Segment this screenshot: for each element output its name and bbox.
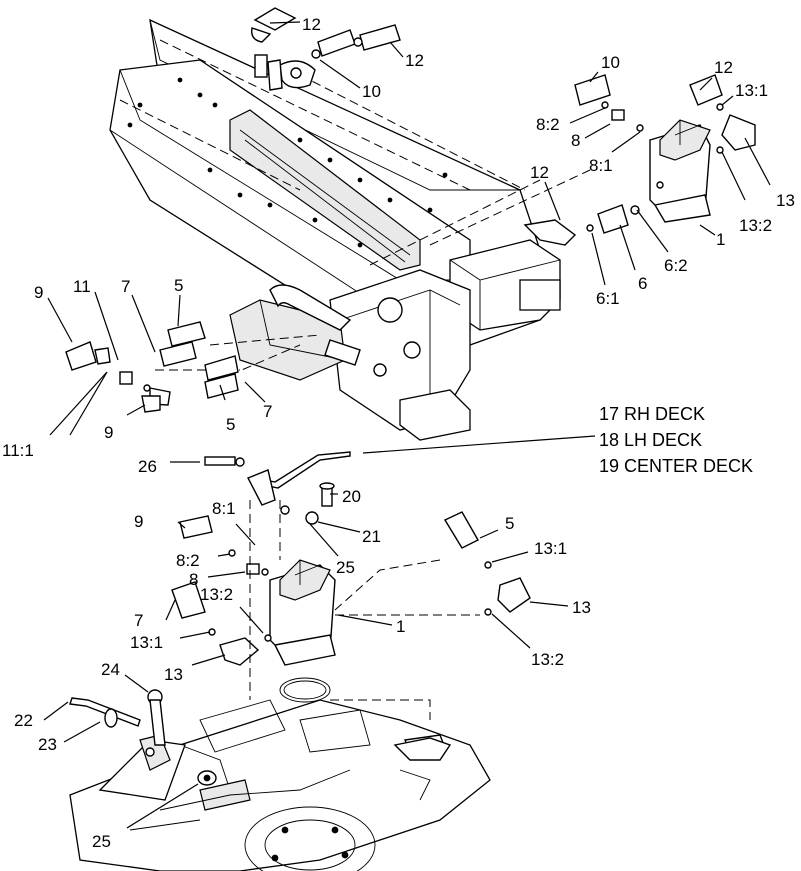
- label-8: 8: [571, 131, 580, 150]
- label-5: 5: [505, 514, 514, 533]
- part-number-labels: 12 12 10 10 12 13:1 8:2 8 8:1 13 13:2 1 …: [2, 15, 795, 851]
- label-12: 12: [714, 58, 733, 77]
- label-6: 6: [638, 274, 647, 293]
- label-22: 22: [14, 711, 33, 730]
- center-valve-assembly: [171, 451, 351, 703]
- label-10: 10: [601, 53, 620, 72]
- label-8-1: 8:1: [589, 156, 613, 175]
- deck-callout-center: 19 CENTER DECK: [599, 456, 753, 476]
- label-13: 13: [572, 598, 591, 617]
- label-1: 1: [716, 230, 725, 249]
- label-10: 10: [362, 82, 381, 101]
- label-26: 26: [138, 457, 157, 476]
- label-6-2: 6:2: [664, 256, 688, 275]
- label-5: 5: [226, 415, 235, 434]
- label-12: 12: [302, 15, 321, 34]
- left-fittings: [65, 321, 239, 413]
- label-13: 13: [776, 191, 795, 210]
- label-11: 11: [73, 277, 91, 296]
- side-fittings: [443, 511, 531, 616]
- deck-callout-rh: 17 RH DECK: [599, 404, 705, 424]
- top-fittings: [251, 7, 401, 91]
- label-12: 12: [530, 163, 549, 182]
- label-8-1: 8:1: [212, 499, 236, 518]
- label-5: 5: [174, 276, 183, 295]
- label-1: 1: [396, 617, 405, 636]
- label-25: 25: [92, 832, 111, 851]
- label-8: 8: [189, 570, 198, 589]
- label-13: 13: [164, 665, 183, 684]
- label-9: 9: [134, 512, 143, 531]
- label-6-1: 6:1: [596, 289, 620, 308]
- label-13-1: 13:1: [130, 633, 163, 652]
- label-21: 21: [362, 527, 381, 546]
- deck-callout-lh: 18 LH DECK: [599, 430, 702, 450]
- label-12: 12: [405, 51, 424, 70]
- label-13-2: 13:2: [739, 216, 772, 235]
- label-13-2: 13:2: [531, 650, 564, 669]
- lower-deck: [69, 689, 491, 871]
- label-25: 25: [336, 558, 355, 577]
- label-7: 7: [121, 277, 130, 296]
- label-13-1: 13:1: [534, 539, 567, 558]
- label-9: 9: [104, 423, 113, 442]
- frame-holes: [127, 77, 448, 248]
- assembly-lines-upper: [119, 39, 591, 376]
- label-8-2: 8:2: [536, 115, 560, 134]
- leader-lines: [43, 21, 771, 829]
- assembly-lines-center: [249, 500, 480, 720]
- label-13-1: 13:1: [735, 81, 768, 100]
- label-7: 7: [263, 402, 272, 421]
- label-8-2: 8:2: [176, 551, 200, 570]
- deck-callouts: 17 RH DECK 18 LH DECK 19 CENTER DECK: [599, 404, 753, 476]
- main-frame: [109, 18, 561, 441]
- label-7: 7: [134, 611, 143, 630]
- label-13-2: 13:2: [200, 585, 233, 604]
- label-23: 23: [38, 735, 57, 754]
- label-11-1: 11:1: [2, 441, 34, 460]
- right-valve-assembly: [523, 74, 756, 246]
- label-9: 9: [34, 283, 43, 302]
- label-20: 20: [342, 487, 361, 506]
- label-24: 24: [101, 660, 120, 679]
